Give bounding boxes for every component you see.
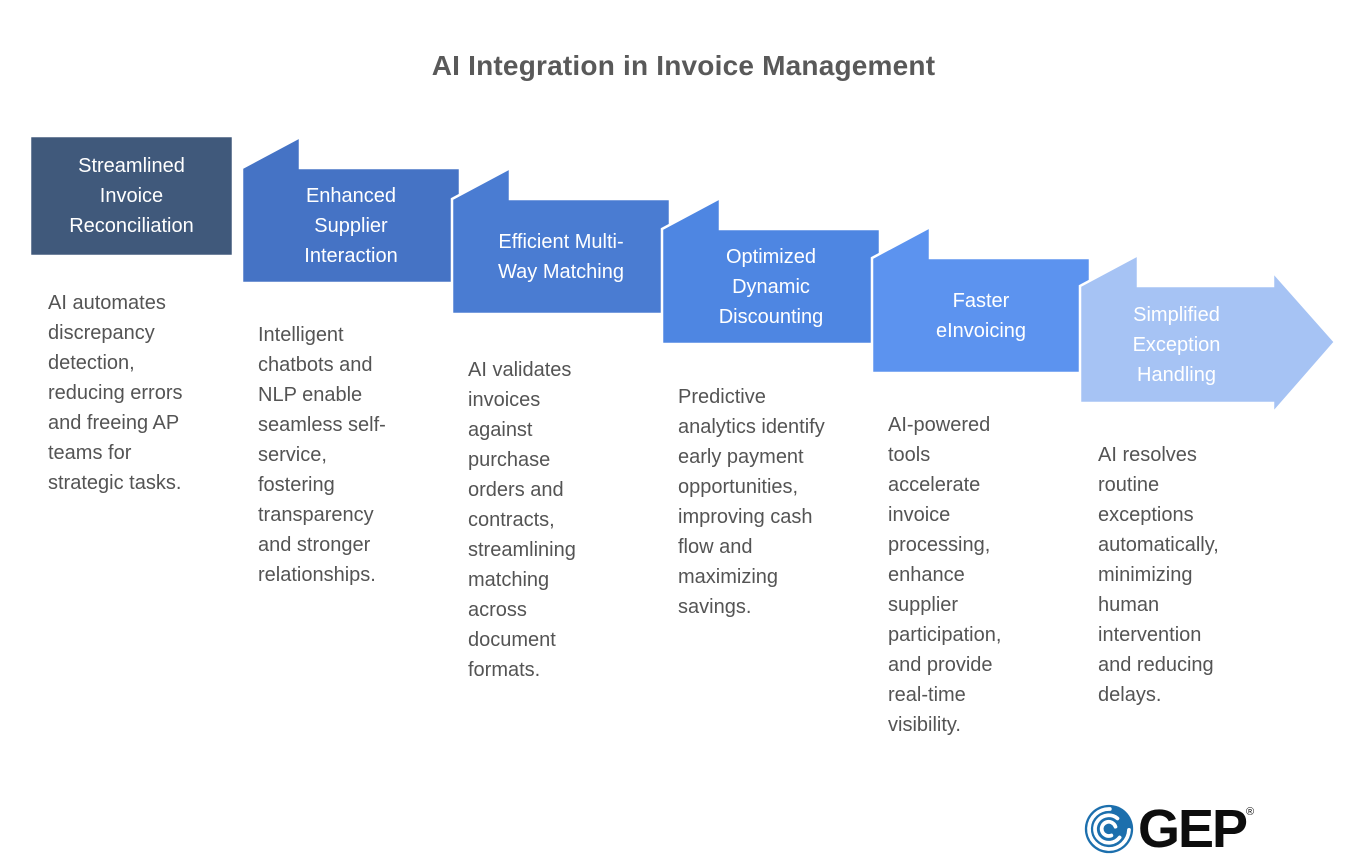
gep-swirl-icon (1084, 804, 1134, 854)
step-2-title: Enhanced Supplier Interaction (304, 184, 398, 267)
step-6-description: AI resolves routine exceptions automatic… (1098, 444, 1219, 706)
step-4-title: Optimized Dynamic Discounting (718, 245, 824, 328)
step-6-arrow-shape (1078, 253, 1337, 417)
step-6-title: Simplified Exception Handling (1132, 303, 1221, 386)
step-3-shape (450, 166, 672, 316)
step-5-title: Faster eInvoicing (935, 289, 1027, 342)
step-4-shape (660, 196, 882, 346)
step-1-description: AI automates discrepancy detection, redu… (48, 292, 183, 494)
step-2-shape (240, 135, 462, 285)
step-5-shape (870, 225, 1092, 375)
gep-logo-text: GEP (1138, 799, 1248, 856)
step-1-shape (28, 134, 235, 258)
step-5-description: AI-powered tools accelerate invoice proc… (888, 414, 1002, 736)
step-1-title: Streamlined Invoice Reconciliation (69, 155, 194, 237)
page-title: AI Integration in Invoice Management (431, 50, 936, 81)
step-4-description: Predictive analytics identify early paym… (678, 386, 825, 618)
registered-trademark: ® (1246, 806, 1255, 818)
step-3-description: AI validates invoices against purchase o… (468, 359, 576, 681)
gep-logo: GEP ® (1084, 799, 1255, 856)
step-3-title: Efficient Multi- Way Matching (498, 230, 624, 283)
step-2-description: Intelligent chatbots and NLP enable seam… (258, 324, 386, 586)
